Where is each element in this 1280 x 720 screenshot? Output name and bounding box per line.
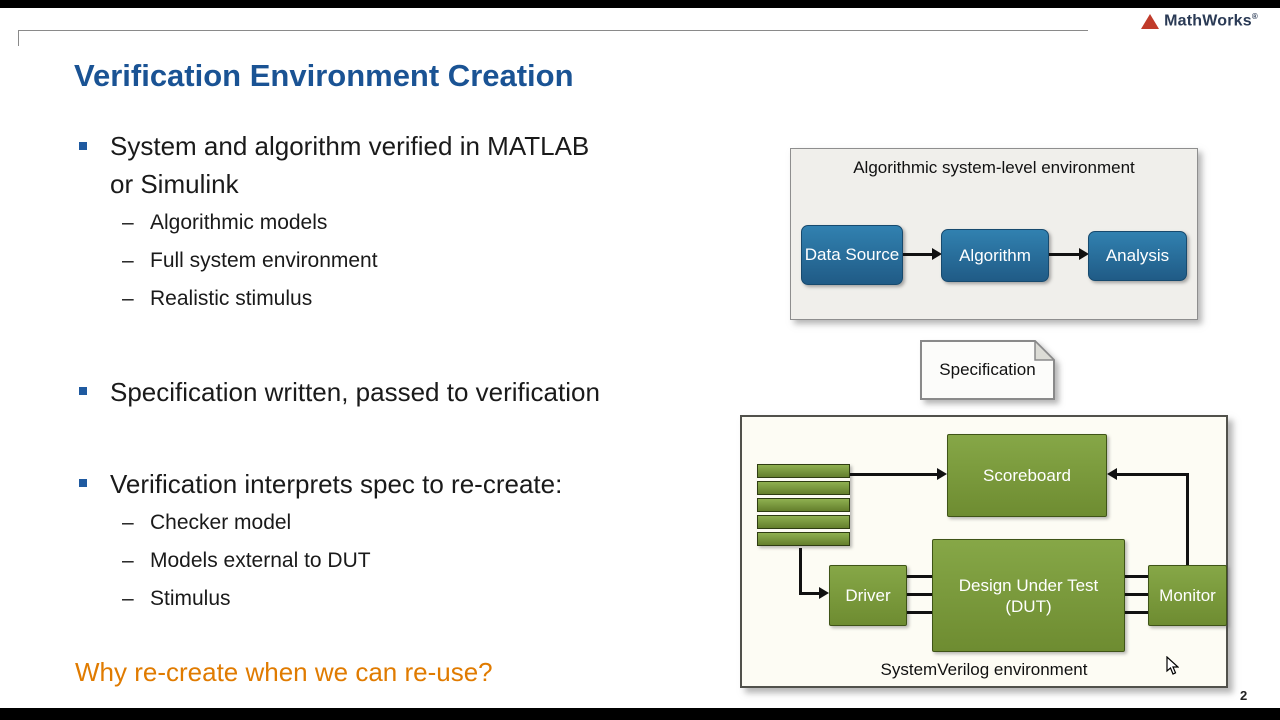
logo-wordmark: MathWorks — [1164, 12, 1252, 30]
specification-document: Specification — [920, 339, 1056, 400]
bullet-marker — [79, 479, 87, 487]
sub-bullet: –Realistic stimulus — [122, 280, 378, 318]
sv-env-label: SystemVerilog environment — [880, 660, 1088, 679]
mouse-cursor-icon — [1166, 655, 1180, 680]
dash-marker: – — [122, 549, 134, 572]
bus-line — [1125, 593, 1148, 596]
stack-bar — [757, 532, 850, 546]
arrowhead-right-icon — [932, 248, 942, 260]
registered-mark: ® — [1251, 11, 1258, 21]
block-scoreboard: Scoreboard — [947, 434, 1107, 517]
dash-marker: – — [122, 287, 134, 310]
arrow-line — [799, 548, 802, 595]
page-number: 2 — [1240, 688, 1248, 703]
sub-bullet-text: Checker model — [150, 511, 292, 534]
stack-bar — [757, 498, 850, 512]
bullet-3-line-1: Verification interprets spec to re-creat… — [110, 469, 563, 499]
block-data-source: Data Source — [801, 225, 903, 285]
arrow-line — [850, 473, 937, 476]
arrowhead-right-icon — [937, 468, 947, 480]
mathworks-logo-icon — [1141, 13, 1160, 29]
bus-line — [1125, 611, 1148, 614]
block-algorithm: Algorithm — [941, 229, 1049, 282]
systemverilog-environment-panel: Scoreboard Driver Design Under Test (DUT… — [740, 415, 1228, 688]
page-title: Verification Environment Creation — [74, 58, 574, 93]
bullet-2-line-1: Specification written, passed to verific… — [110, 377, 600, 407]
arrow-line — [1186, 475, 1189, 565]
stack-bar — [757, 464, 850, 478]
closing-question: Why re-create when we can re-use? — [75, 657, 493, 687]
specification-label: Specification — [939, 360, 1036, 379]
arrowhead-right-icon — [819, 587, 829, 599]
algo-env-title: Algorithmic system-level environment — [853, 158, 1135, 177]
block-driver: Driver — [829, 565, 907, 626]
bus-line — [907, 611, 932, 614]
mathworks-logo: MathWorks® — [1141, 10, 1258, 32]
arrow-line — [799, 592, 819, 595]
stack-bar — [757, 481, 850, 495]
sub-bullet-text: Stimulus — [150, 587, 231, 610]
bullet-2-text: Specification written, passed to verific… — [110, 373, 600, 411]
sub-bullet: –Algorithmic models — [122, 204, 378, 242]
dash-marker: – — [122, 587, 134, 610]
dash-marker: – — [122, 249, 134, 272]
stack-bar — [757, 515, 850, 529]
bullet-1-line-1: System and algorithm verified in MATLAB — [110, 131, 590, 161]
bullet-3-subitems: –Checker model –Models external to DUT –… — [122, 504, 371, 618]
slide-template-rule — [18, 30, 1088, 46]
sub-bullet-text: Full system environment — [150, 249, 378, 272]
bullet-1-line-2: or Simulink — [110, 169, 239, 199]
sub-bullet-text: Realistic stimulus — [150, 287, 313, 310]
arrow-line — [1049, 253, 1079, 256]
block-dut: Design Under Test (DUT) — [932, 539, 1125, 652]
bullet-marker — [79, 387, 87, 395]
sub-bullet: –Stimulus — [122, 580, 371, 618]
slide-canvas: MathWorks® Verification Environment Crea… — [0, 8, 1280, 708]
sub-bullet: –Checker model — [122, 504, 371, 542]
sequence-stack-icon — [757, 464, 850, 546]
sub-bullet: –Models external to DUT — [122, 542, 371, 580]
document-dogear-icon — [920, 339, 1056, 400]
bus-line — [907, 593, 932, 596]
block-analysis: Analysis — [1088, 231, 1187, 281]
dash-marker: – — [122, 511, 134, 534]
sub-bullet: –Full system environment — [122, 242, 378, 280]
bullet-3-text: Verification interprets spec to re-creat… — [110, 465, 562, 503]
mathworks-logo-text: MathWorks® — [1164, 12, 1258, 30]
arrowhead-left-icon — [1107, 468, 1117, 480]
bus-line — [907, 575, 932, 578]
dash-marker: – — [122, 211, 134, 234]
block-monitor: Monitor — [1148, 565, 1227, 626]
sub-bullet-text: Models external to DUT — [150, 549, 371, 572]
algorithmic-environment-panel: Algorithmic system-level environment Dat… — [790, 148, 1198, 320]
arrowhead-right-icon — [1079, 248, 1089, 260]
bullet-1-text: System and algorithm verified in MATLAB … — [110, 127, 589, 203]
arrow-line — [903, 253, 932, 256]
bullet-marker — [79, 142, 87, 150]
sub-bullet-text: Algorithmic models — [150, 211, 328, 234]
arrow-line — [1117, 473, 1189, 476]
bullet-1-subitems: –Algorithmic models –Full system environ… — [122, 204, 378, 318]
bus-line — [1125, 575, 1148, 578]
